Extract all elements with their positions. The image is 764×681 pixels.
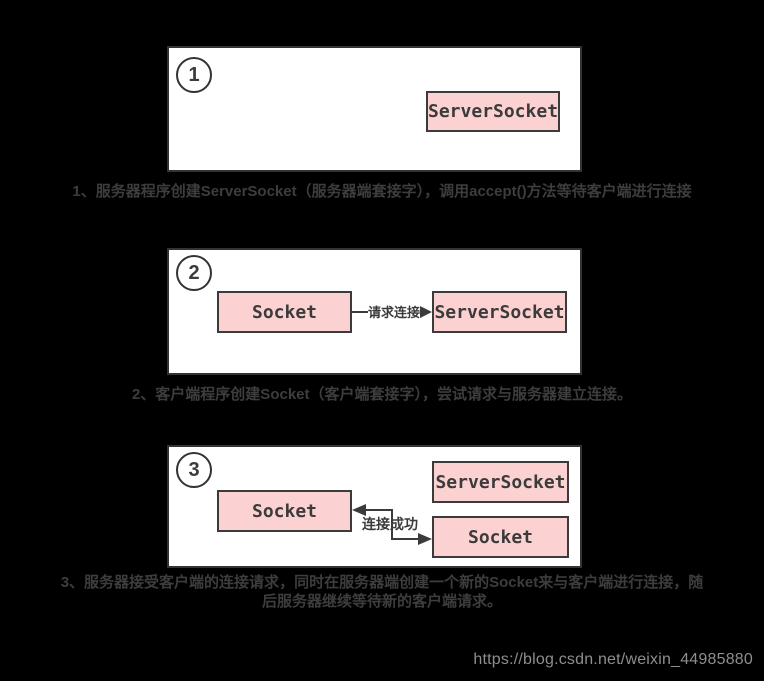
step3-client-socket-label: Socket [251, 500, 318, 522]
step3-connection-arrows [352, 504, 432, 545]
step1-number: 1 [188, 63, 200, 86]
step1-serversocket-node: ServerSocket [426, 91, 560, 132]
step2-arrow-label: 请求连接 [367, 304, 420, 320]
step3-caption-line1: 3、服务器接受客户端的连接请求，同时在服务器端创建一个新的Socket来与客户端… [60, 574, 704, 591]
step2-panel: 2 Socket 请求连接 ServerSocket [167, 248, 582, 375]
step2-serversocket-node: ServerSocket [432, 291, 567, 333]
connector-line [364, 509, 421, 540]
arrow-right-icon [418, 533, 432, 545]
step1-caption: 1、服务器程序创建ServerSocket（服务器端套接字），调用accept(… [72, 183, 692, 200]
step1-serversocket-label: ServerSocket [427, 101, 559, 122]
step3-new-socket-node: Socket [432, 516, 569, 558]
step1-panel: 1 ServerSocket [167, 46, 582, 172]
step3-serversocket-label: ServerSocket [435, 471, 566, 493]
step3-serversocket-node: ServerSocket [432, 461, 569, 503]
step3-new-socket-label: Socket [467, 526, 534, 548]
step3-caption: 3、服务器接受客户端的连接请求，同时在服务器端创建一个新的Socket来与客户端… [0, 573, 764, 611]
arrow-line [352, 311, 368, 313]
step3-caption-line2: 后服务器继续等待新的客户端请求。 [261, 593, 502, 610]
arrow-right-icon [420, 306, 432, 318]
step1-number-badge: 1 [176, 57, 212, 93]
step2-socket-label: Socket [251, 301, 318, 323]
step2-number: 2 [188, 261, 200, 284]
step2-serversocket-label: ServerSocket [434, 301, 565, 323]
step3-number-badge: 3 [176, 452, 212, 488]
arrow-left-icon [352, 504, 366, 516]
step2-caption: 2、客户端程序创建Socket（客户端套接字），尝试请求与服务器建立连接。 [131, 386, 633, 403]
step3-arrow-label: 连接成功 [362, 516, 418, 532]
step3-number: 3 [188, 458, 200, 481]
step3-client-socket-node: Socket [217, 490, 352, 532]
step2-socket-node: Socket [217, 291, 352, 333]
step2-number-badge: 2 [176, 255, 212, 291]
csdn-watermark-url: https://blog.csdn.net/weixin_44985880 [473, 651, 753, 668]
step3-panel: 3 Socket ServerSocket Socket 连接成功 [167, 445, 582, 568]
step2-request-arrow: 请求连接 [352, 302, 432, 322]
